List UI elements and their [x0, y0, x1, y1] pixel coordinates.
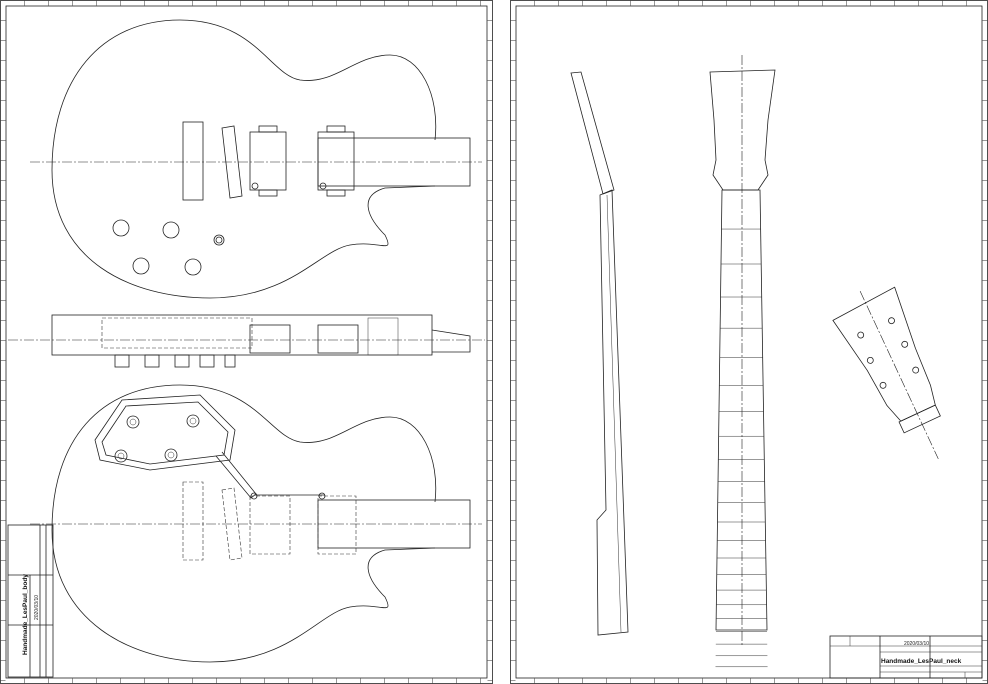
headstock — [709, 69, 776, 191]
pot — [186, 414, 200, 428]
pot-side — [199, 354, 215, 368]
fretboard-line — [606, 194, 622, 633]
title-block-frame — [7, 524, 54, 678]
body-side-outline — [51, 314, 433, 356]
tuner-hole — [857, 331, 865, 339]
pot-shaft — [167, 451, 175, 459]
neck-side-view — [570, 71, 629, 636]
knob-hole — [162, 221, 180, 239]
neck-sheet: 2020/03/10 Handmade_LesPaul_neck — [510, 0, 988, 684]
body-back-view — [30, 384, 482, 663]
pot-shaft — [117, 452, 125, 460]
body-sheet: Handmade_LesPaul_body 2020/03/10 — [0, 0, 493, 684]
drawing-name: Handmade_LesPaul_neck — [881, 658, 962, 665]
headstock-detail — [832, 286, 941, 459]
tenon-side — [367, 317, 399, 356]
tuner-hole — [912, 366, 920, 374]
body-top-view — [30, 19, 482, 299]
pot-shaft — [189, 417, 197, 425]
neck-side — [431, 329, 471, 353]
hole — [319, 182, 327, 190]
body-outline — [51, 19, 437, 299]
pot-side — [174, 354, 190, 368]
hole — [251, 182, 259, 190]
neck-pickup — [317, 131, 355, 191]
sheet-border-outer — [510, 0, 988, 684]
tuner-hole — [866, 356, 874, 364]
switch-hole-inner — [215, 236, 223, 244]
body-outline-back — [51, 384, 437, 663]
sheet-border-inner — [515, 5, 983, 679]
control-cavity-cover — [94, 394, 236, 471]
neck-side — [596, 189, 629, 636]
tuner-hole — [888, 317, 895, 325]
switch-side — [224, 354, 236, 368]
cavity — [101, 317, 253, 349]
ruler-ticks — [0, 0, 493, 684]
pickup-tab — [326, 189, 346, 197]
drawing-date: 2020/03/10 — [34, 595, 40, 620]
neck-front-view — [709, 55, 776, 668]
control-cavity — [101, 401, 229, 465]
tuner-hole — [879, 381, 887, 389]
sheet-border-inner — [5, 5, 488, 679]
switch-hole — [213, 234, 225, 246]
knob-hole — [112, 219, 130, 237]
pot-side — [144, 354, 160, 368]
bridge — [221, 125, 243, 199]
pickup-cavity — [249, 495, 291, 555]
bridge-pickup — [249, 131, 287, 191]
knob-hole — [132, 257, 150, 275]
sheet-border-outer — [0, 0, 493, 684]
pot — [164, 448, 178, 462]
pickup-tab — [326, 125, 346, 133]
drawing-name: Handmade_LesPaul_body — [22, 574, 29, 655]
bridge — [221, 487, 243, 561]
headstock-side — [570, 71, 615, 195]
knob-hole — [184, 258, 202, 276]
title-block-neck: 2020/03/10 Handmade_LesPaul_neck — [829, 635, 983, 679]
tailpiece — [182, 121, 204, 201]
tailpiece — [182, 481, 204, 561]
frets — [715, 228, 768, 668]
pot — [114, 449, 128, 463]
centerline — [859, 291, 939, 459]
pickup-side — [249, 324, 291, 354]
neck-front — [715, 189, 768, 631]
pot — [126, 415, 140, 429]
pickup-tab — [258, 189, 278, 197]
pickup-cavity — [317, 495, 357, 555]
pot-shaft — [129, 418, 137, 426]
ruler-ticks — [510, 0, 988, 684]
pot-side — [114, 354, 130, 368]
title-block-frame — [829, 635, 983, 679]
drawing-date: 2020/03/10 — [904, 641, 929, 647]
pickup-side — [317, 324, 359, 354]
tuner-hole — [901, 340, 909, 348]
body-side-view — [8, 314, 485, 368]
pickup-tab — [258, 125, 278, 133]
title-block-body: Handmade_LesPaul_body 2020/03/10 — [7, 524, 54, 678]
